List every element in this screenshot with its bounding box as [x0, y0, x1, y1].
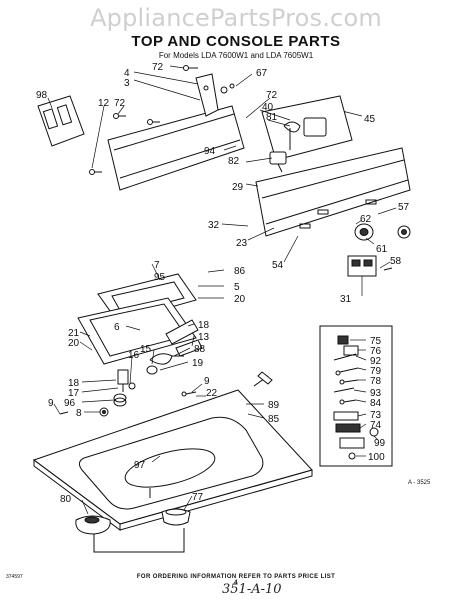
- part-label-96: 96: [64, 398, 76, 409]
- part-label-21: 21: [68, 328, 80, 339]
- part-label-23: 23: [236, 238, 248, 249]
- page-subtitle: For Models LDA 7600W1 and LDA 7605W1: [158, 51, 314, 60]
- part-label-94: 94: [204, 146, 216, 157]
- part-label-32: 32: [208, 220, 220, 231]
- part-label-8: 8: [76, 408, 82, 419]
- part-label-5: 5: [234, 282, 240, 293]
- document-code: 374597: [6, 574, 23, 580]
- part-label-98: 98: [36, 90, 48, 101]
- timer-bracket-part: [261, 95, 353, 161]
- part-label-77: 77: [192, 492, 204, 503]
- part-label-54: 54: [272, 260, 284, 271]
- part-label-75: 75: [370, 336, 382, 347]
- part-label-99: 99: [374, 438, 386, 449]
- part-label-31: 31: [340, 294, 352, 305]
- part-label-40: 40: [262, 102, 274, 113]
- part-label-57: 57: [398, 202, 410, 213]
- part-label-78: 78: [370, 376, 382, 387]
- part-label-93: 93: [370, 388, 382, 399]
- part-label-9: 9: [204, 376, 210, 387]
- watermark: AppliancePartsPros.com: [90, 4, 382, 32]
- page-title: TOP AND CONSOLE PARTS: [131, 33, 341, 50]
- part-label-20: 20: [234, 294, 246, 305]
- part-label-86: 86: [234, 266, 246, 277]
- part-label-100: 100: [368, 452, 385, 463]
- part-label-45: 45: [364, 114, 376, 125]
- part-label-15: 15: [140, 344, 152, 355]
- part-label-79: 79: [370, 366, 382, 377]
- ordering-note-text: FOR ORDERING INFORMATION REFER TO PARTS …: [136, 574, 336, 580]
- parts-kit-inset: [319, 325, 393, 467]
- part-label-88: 88: [194, 344, 206, 355]
- part-label-73: 73: [370, 410, 382, 421]
- part-label-18: 18: [68, 378, 80, 389]
- part-label-6: 6: [114, 322, 120, 333]
- part-label-20: 20: [68, 338, 80, 349]
- part-label-7: 7: [154, 260, 160, 271]
- part-label-89: 89: [268, 400, 280, 411]
- part-label-84: 84: [370, 398, 382, 409]
- bumper-parts: [59, 391, 197, 417]
- part-label-80: 80: [60, 494, 72, 505]
- part-label-22: 22: [206, 388, 218, 399]
- console-bracket-part: [195, 73, 219, 117]
- part-number-labels: 98 72 4 3 12 72 67 72 40 81 45 94 82 29 …: [36, 62, 410, 505]
- part-label-13: 13: [198, 332, 210, 343]
- part-label-16: 16: [128, 350, 140, 361]
- part-label-12: 12: [98, 98, 110, 109]
- part-label-97: 97: [134, 460, 146, 471]
- page-number: 4: [234, 580, 238, 586]
- diagram-reference: A - 3525: [408, 480, 431, 486]
- handwritten-annotation: 351-A-10: [222, 582, 282, 597]
- console-panel-part: [255, 147, 411, 237]
- part-label-62: 62: [360, 214, 372, 225]
- part-label-92: 92: [370, 356, 382, 367]
- vent-panel-part: [37, 95, 85, 147]
- part-label-67: 67: [256, 68, 268, 79]
- part-label-17: 17: [68, 388, 80, 399]
- part-label-9: 9: [48, 398, 54, 409]
- part-label-85: 85: [268, 414, 280, 425]
- part-label-61: 61: [376, 244, 388, 255]
- part-label-58: 58: [390, 256, 402, 267]
- bracket-line: [93, 528, 185, 553]
- part-label-3: 3: [124, 78, 130, 89]
- part-label-18: 18: [198, 320, 210, 331]
- part-label-72: 72: [152, 62, 164, 73]
- ordering-note: FOR ORDERING INFORMATION REFER TO PARTS …: [0, 574, 472, 586]
- lid-switch-part: [146, 353, 184, 375]
- part-label-74: 74: [370, 420, 382, 431]
- switch-part: [269, 151, 287, 173]
- washer-top-part: [32, 389, 313, 531]
- control-knob-part: [354, 223, 411, 241]
- part-label-4: 4: [124, 68, 130, 79]
- part-label-72: 72: [266, 90, 278, 101]
- part-label-72: 72: [114, 98, 126, 109]
- caster-parts: [75, 508, 191, 535]
- part-label-81: 81: [266, 112, 278, 123]
- leader-lines: [47, 65, 397, 515]
- terminal-block-part: [347, 255, 393, 277]
- latch-part: [117, 369, 136, 392]
- part-label-19: 19: [192, 358, 204, 369]
- part-label-82: 82: [228, 156, 240, 167]
- console-back-panel-part: [107, 105, 245, 191]
- part-label-76: 76: [370, 346, 382, 357]
- part-label-29: 29: [232, 182, 244, 193]
- part-label-95: 95: [154, 272, 166, 283]
